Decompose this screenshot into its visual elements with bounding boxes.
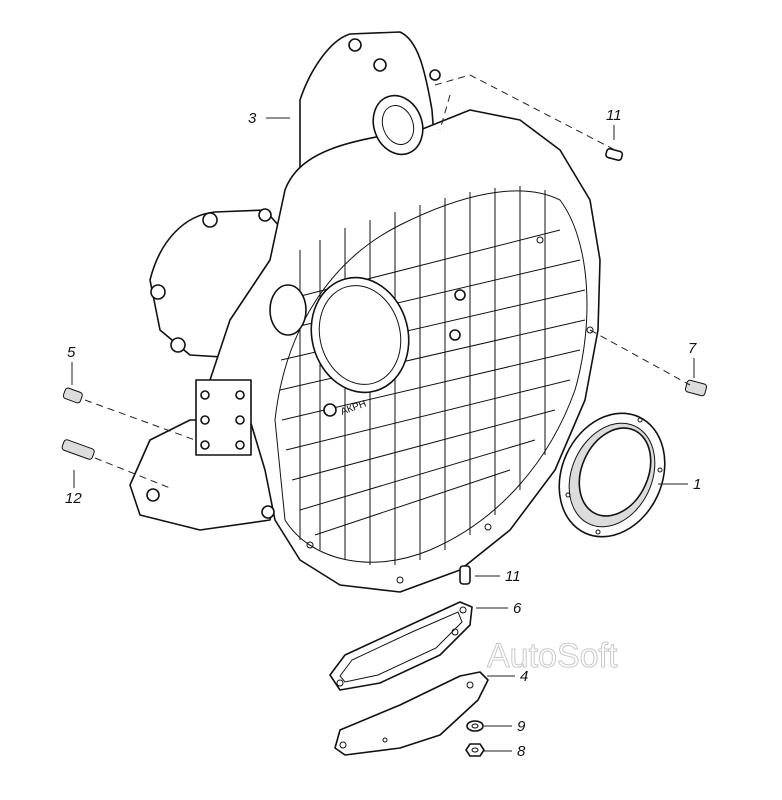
assembly-lines bbox=[84, 74, 691, 489]
watermark-text: AutoSoft bbox=[487, 637, 618, 675]
callout-8: 8 bbox=[517, 743, 526, 760]
part-1-crankshaft-seal bbox=[558, 412, 666, 538]
callout-4: 4 bbox=[520, 668, 528, 685]
callout-9: 9 bbox=[517, 718, 526, 735]
callout-12: 12 bbox=[65, 490, 82, 507]
part-11-pin-top bbox=[605, 147, 624, 162]
flywheel-housing: АКРН bbox=[129, 31, 601, 593]
callout-1: 1 bbox=[693, 476, 701, 493]
part-8-nut bbox=[465, 743, 485, 757]
callout-11-top: 11 bbox=[606, 107, 622, 124]
part-7-plug bbox=[684, 379, 708, 397]
part-11-pin-bottom bbox=[459, 565, 471, 585]
part-9-washer bbox=[466, 720, 484, 732]
callout-6: 6 bbox=[513, 600, 522, 617]
callout-7: 7 bbox=[688, 340, 697, 357]
part-12-stud bbox=[61, 439, 95, 460]
callout-11-bottom: 11 bbox=[505, 568, 521, 585]
callout-labels: 3 11 7 5 12 1 11 6 4 9 8 bbox=[65, 107, 701, 760]
leader-lines bbox=[71, 117, 695, 752]
callout-3: 3 bbox=[248, 110, 257, 127]
part-4-cover-plate bbox=[334, 671, 489, 756]
callout-5: 5 bbox=[67, 344, 76, 361]
part-6-gasket bbox=[329, 601, 473, 691]
part-5-plug bbox=[62, 387, 83, 404]
